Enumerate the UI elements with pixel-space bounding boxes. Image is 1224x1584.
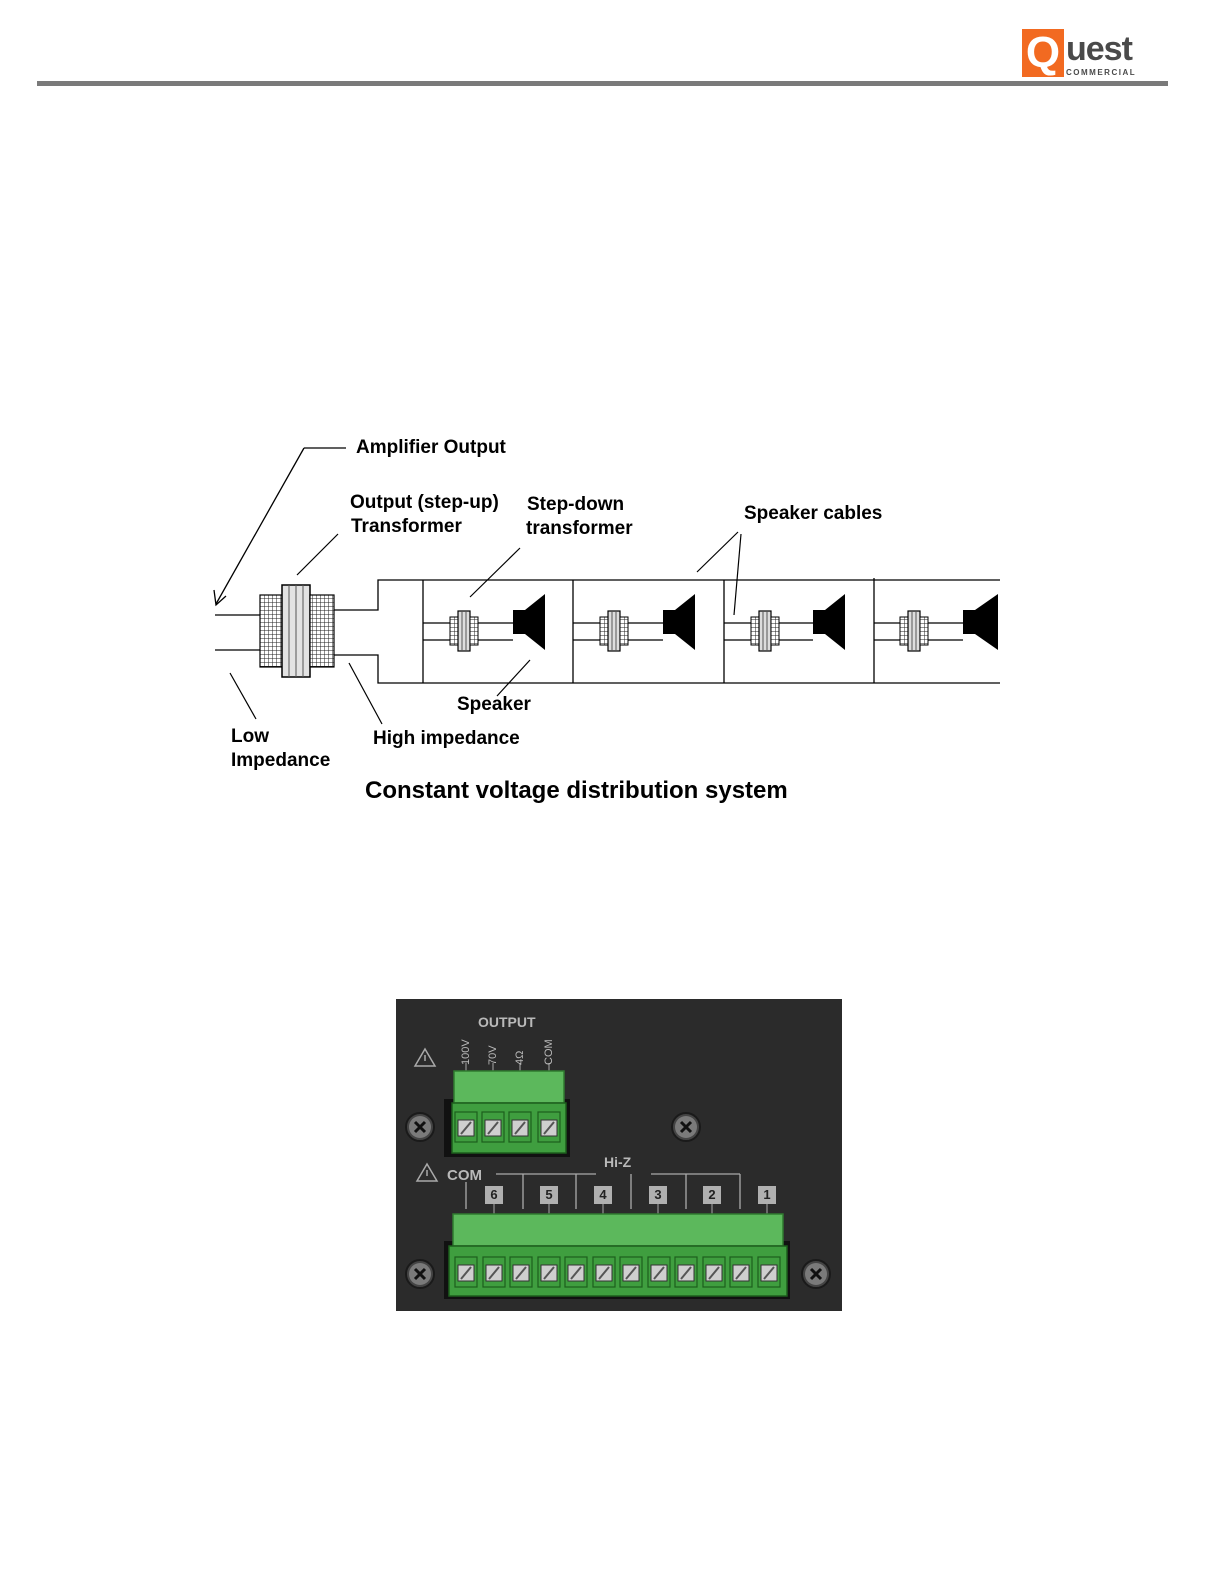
terminal-label-com: COM [543, 1039, 555, 1065]
zone-number-3: 3 [649, 1186, 667, 1204]
label-low-line2: Impedance [231, 749, 330, 773]
label-amplifier-output: Amplifier Output [356, 436, 506, 460]
logo-subtext: COMMERCIAL [1066, 68, 1136, 77]
label-speaker-cables: Speaker cables [744, 502, 882, 526]
logo-wordmark: uest [1066, 31, 1132, 67]
diagram-caption: Constant voltage distribution system [365, 777, 788, 805]
logo-q-mark: Q [1022, 29, 1064, 77]
zone-number-6: 6 [485, 1186, 503, 1204]
label-high-impedance: High impedance [373, 727, 520, 751]
zone-number-2: 2 [703, 1186, 721, 1204]
zone-number-4: 4 [594, 1186, 612, 1204]
terminal-label-100v: 100V [460, 1039, 472, 1065]
label-step-down-line2: transformer [526, 517, 633, 541]
hiz-label: Hi-Z [604, 1154, 631, 1170]
constant-voltage-diagram: Amplifier Output Output (step-up) Transf… [200, 430, 1020, 820]
com-label: COM [447, 1167, 482, 1184]
output-label: OUTPUT [478, 1014, 536, 1030]
label-speaker: Speaker [457, 693, 531, 717]
label-step-down-line1: Step-down [527, 493, 624, 517]
label-step-up-line1: Output (step-up) [350, 491, 499, 515]
header-rule [37, 81, 1168, 86]
amplifier-rear-panel: OUTPUT 100V 70V 4Ω COM COM Hi-Z 6 5 4 3 … [396, 999, 842, 1311]
zone-number-5: 5 [540, 1186, 558, 1204]
zone-number-1: 1 [758, 1186, 776, 1204]
terminal-label-4ohm: 4Ω [514, 1051, 526, 1065]
terminal-label-70v: 70V [487, 1045, 499, 1065]
quest-commercial-logo: Q uest COMMERCIAL [1022, 29, 1144, 81]
label-low-line1: Low [231, 725, 269, 749]
label-step-up-line2: Transformer [351, 515, 462, 539]
